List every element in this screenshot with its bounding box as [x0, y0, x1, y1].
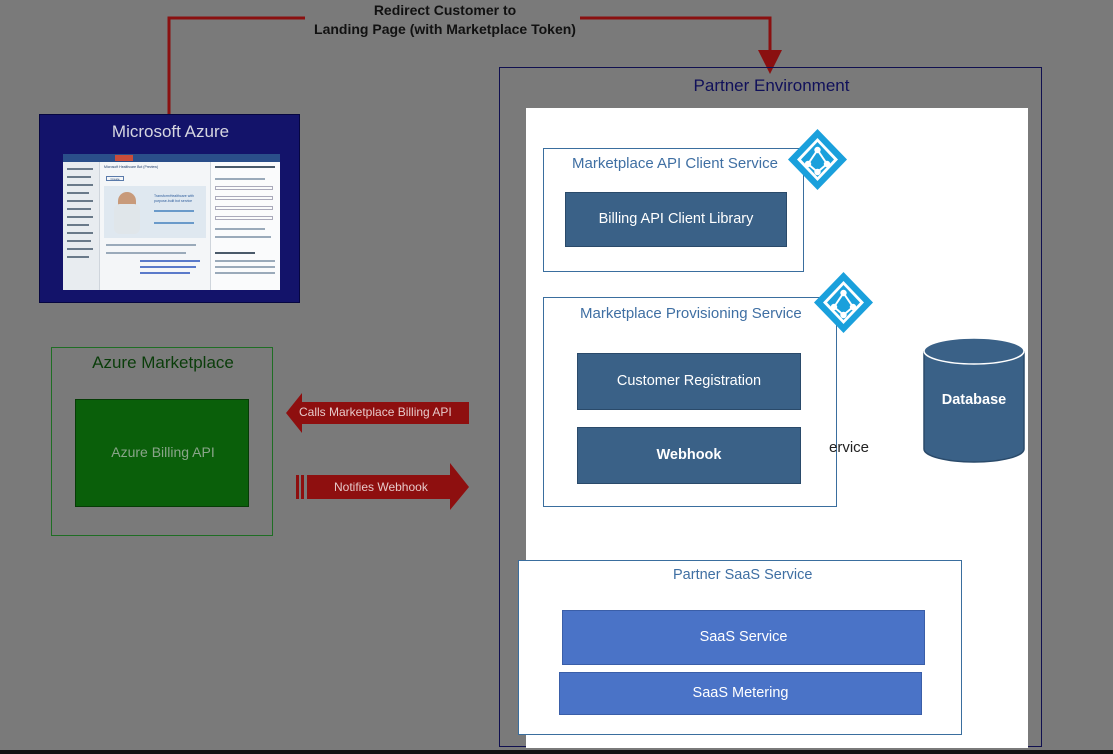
notifies-arrow-stripe	[296, 475, 299, 499]
marketplace-api-client-service: Marketplace API Client Service Billing A…	[543, 148, 804, 272]
portal-topbar	[63, 154, 280, 162]
api-client-service-title: Marketplace API Client Service	[572, 155, 778, 172]
microsoft-azure-panel: Microsoft Azure Microsoft Healthcare Bot…	[39, 114, 300, 303]
azure-portal-screenshot: Microsoft Healthcare Bot (Preview) Creat…	[63, 154, 280, 290]
redirect-line-1: Redirect Customer to	[373, 2, 517, 18]
notifies-webhook-label: Notifies Webhook	[334, 480, 428, 494]
portal-left-nav	[63, 162, 99, 290]
notifies-webhook-arrow	[307, 463, 469, 510]
saas-metering-box: SaaS Metering	[559, 672, 922, 715]
azure-marketplace-box: Azure Marketplace Azure Billing API	[51, 347, 273, 536]
webhook-box: Webhook	[577, 427, 801, 484]
portal-promo-image: TransformHealthcare with purpose-built b…	[104, 186, 206, 238]
provisioning-service-title: Marketplace Provisioning Service	[580, 305, 802, 322]
portal-main-pane: Microsoft Healthcare Bot (Preview) Creat…	[100, 162, 210, 290]
portal-tab-marker	[115, 155, 133, 161]
azure-marketplace-title: Azure Marketplace	[92, 353, 234, 372]
azure-ad-identity-icon	[788, 129, 847, 190]
azure-billing-api-label: Azure Billing API	[111, 444, 215, 460]
saas-service-box: SaaS Service	[562, 610, 925, 665]
notifies-arrow-stripe	[301, 475, 304, 499]
bottom-border	[0, 750, 1113, 754]
portal-create-button: Create	[106, 176, 124, 181]
azure-ad-identity-icon	[814, 272, 873, 333]
portal-promo-line-1: TransformHealthcare with	[154, 194, 194, 198]
billing-api-client-library: Billing API Client Library	[565, 192, 787, 247]
azure-billing-api-box: Azure Billing API	[75, 399, 249, 507]
portal-heading: Microsoft Healthcare Bot (Preview)	[104, 165, 159, 169]
partner-environment-title: Partner Environment	[693, 76, 850, 95]
azure-title: Microsoft Azure	[111, 122, 230, 141]
portal-right-blade	[211, 162, 280, 290]
portal-promo-line-2: purpose-built bot service	[154, 199, 193, 203]
marketplace-provisioning-service: Marketplace Provisioning Service Custome…	[543, 297, 837, 507]
redirect-connector	[167, 16, 305, 114]
redirect-label: Redirect Customer to Landing Page (with …	[300, 1, 590, 39]
redirect-line-2: Landing Page (with Marketplace Token)	[314, 21, 576, 37]
calls-billing-label: Calls Marketplace Billing API	[299, 405, 452, 419]
database-cylinder-icon	[923, 337, 1025, 463]
partner-saas-service: Partner SaaS Service SaaS Service SaaS M…	[518, 560, 962, 735]
database-label: Database	[941, 392, 1007, 408]
clipped-service-text: ervice	[829, 439, 870, 456]
saas-service-title: Partner SaaS Service	[673, 567, 813, 583]
customer-registration-box: Customer Registration	[577, 353, 801, 410]
redirect-connector-right	[580, 16, 782, 74]
calls-billing-arrow	[286, 393, 469, 433]
